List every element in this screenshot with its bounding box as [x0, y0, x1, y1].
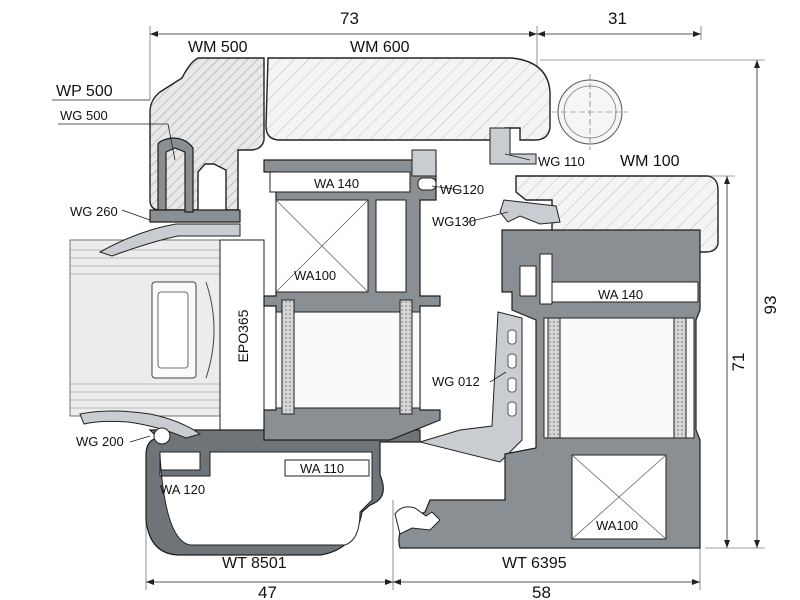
part-labels: WM 500 WM 600 WP 500 WG 500 WG 260 WG 20… [56, 39, 680, 572]
label-wa140-right: WA 140 [598, 287, 643, 302]
label-wg130: WG130 [432, 214, 476, 229]
dim-31: 31 [608, 9, 627, 28]
wg130-gasket [499, 199, 561, 225]
label-wg200: WG 200 [76, 434, 124, 449]
frame-profile-right [394, 229, 701, 549]
label-wa140-top: WA 140 [314, 176, 359, 191]
leader-lines [52, 99, 531, 443]
label-wa100-right: WA100 [596, 518, 638, 533]
label-wm600: WM 600 [350, 39, 410, 56]
label-wg260: WG 260 [70, 204, 118, 219]
label-wg110: WG 110 [538, 154, 585, 169]
label-wt8501: WT 8501 [222, 555, 287, 572]
wm600-wood-cover [265, 57, 551, 141]
label-wa100-left: WA100 [294, 268, 336, 283]
label-epo365: EPO365 [235, 309, 251, 362]
dimension-lines [145, 26, 765, 590]
dim-47: 47 [258, 583, 277, 600]
vent-frame-profile [263, 149, 441, 441]
label-wg012: WG 012 [432, 374, 480, 389]
epo365-block [219, 239, 265, 431]
label-wa110: WA 110 [300, 461, 344, 476]
wg260-gasket [98, 223, 241, 257]
dim-93: 93 [761, 296, 780, 315]
wg012-gasket [418, 311, 523, 463]
label-wa120: WA 120 [160, 482, 205, 497]
label-wg120: WG120 [440, 182, 484, 197]
sash-profile-left [145, 137, 421, 556]
dim-58: 58 [532, 583, 551, 600]
label-wg500: WG 500 [60, 108, 108, 123]
wg200-gasket [79, 410, 202, 439]
label-wm500: WM 500 [188, 39, 248, 56]
label-wm100: WM 100 [620, 153, 680, 170]
dim-73: 73 [340, 9, 359, 28]
label-wt6395: WT 6395 [502, 555, 567, 572]
wm500-wood-cover [149, 57, 265, 211]
dim-71: 71 [729, 353, 748, 372]
label-wp500: WP 500 [56, 83, 113, 100]
wg110-gasket [489, 127, 537, 165]
dimension-values: 73 31 93 71 47 58 [258, 9, 780, 600]
section-circle [552, 74, 628, 150]
glazing-unit [69, 239, 221, 417]
